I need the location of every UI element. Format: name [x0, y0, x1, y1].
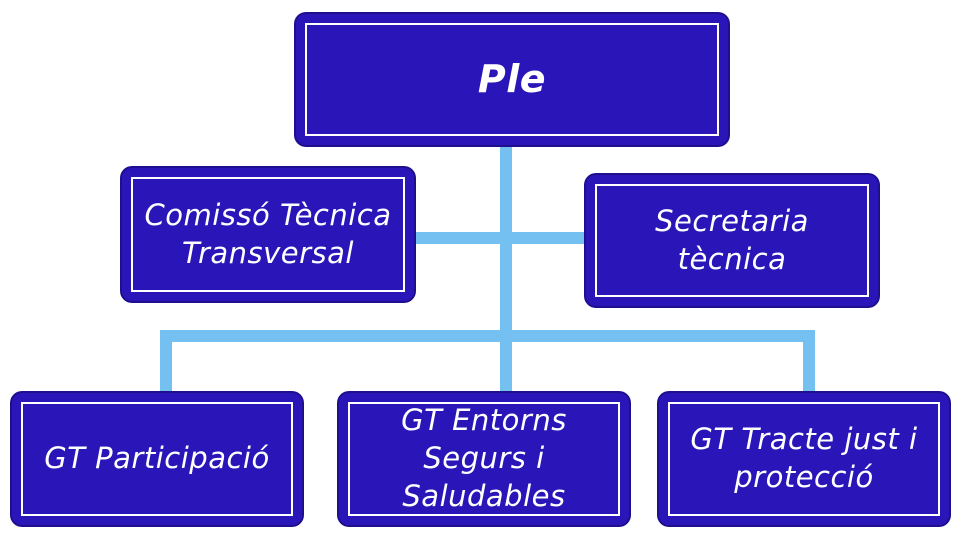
node-comissio-tecnica: Comissó Tècnica Transversal [122, 168, 414, 301]
node-gt-participacio-label: GT Participació [44, 441, 270, 476]
node-gt-entorns: GT Entorns Segurs i Saludables [339, 393, 629, 525]
node-ple: Ple [296, 14, 728, 145]
trunk-connector [500, 143, 512, 397]
node-secretaria-tecnica: Secretaria tècnica [586, 175, 878, 306]
node-gt-tracte: GT Tracte just i protecció [659, 393, 949, 525]
node-secretaria-tecnica-label: Secretaria tècnica [655, 203, 809, 276]
side-connector [410, 232, 590, 244]
bus-connector [160, 330, 815, 342]
node-gt-entorns-label: GT Entorns Segurs i Saludables [401, 403, 567, 513]
node-gt-tracte-label: GT Tracte just i protecció [690, 422, 918, 494]
node-comissio-tecnica-label: Comissó Tècnica Transversal [144, 197, 392, 270]
node-ple-label: Ple [477, 56, 547, 101]
drop-connector-left [160, 330, 172, 397]
drop-connector-right [803, 330, 815, 397]
node-gt-participacio: GT Participació [12, 393, 302, 525]
